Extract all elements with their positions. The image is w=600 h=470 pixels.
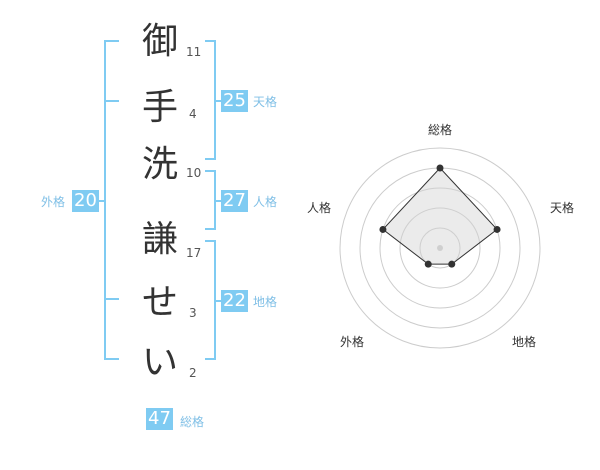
name-char-2: 手 bbox=[141, 87, 178, 128]
stroke-count-5: 3 bbox=[189, 306, 197, 320]
chikaku-label: 地格 bbox=[253, 295, 278, 309]
radar-ring bbox=[399, 207, 481, 289]
radar-axis-label-chikaku: 地格 bbox=[511, 335, 536, 349]
soukaku-label: 総格 bbox=[180, 415, 205, 429]
radar-point-3 bbox=[448, 260, 456, 268]
radar-point-4 bbox=[424, 260, 432, 268]
radar-axis-label-jinkaku: 人格 bbox=[306, 201, 331, 215]
radar-point-5 bbox=[379, 225, 387, 233]
jinkaku-label: 人格 bbox=[253, 195, 278, 209]
name-char-3: 洗 bbox=[141, 144, 178, 185]
radar-center bbox=[437, 245, 443, 251]
name-char-5: せ bbox=[141, 282, 178, 323]
stroke-count-4: 17 bbox=[186, 246, 202, 260]
radar-ring bbox=[339, 147, 541, 349]
radar-axis-label-soukaku: 総格 bbox=[427, 123, 452, 137]
stroke-count-1: 11 bbox=[186, 45, 202, 59]
tenkaku-value: 25 bbox=[221, 90, 248, 112]
name-char-1: 御 bbox=[141, 21, 178, 62]
radar-ring bbox=[419, 227, 461, 269]
gaikaku-value: 20 bbox=[72, 190, 99, 212]
radar-axis-label-gaikaku: 外格 bbox=[339, 335, 364, 349]
radar-axis-label-tenkaku: 天格 bbox=[549, 201, 574, 215]
stroke-count-3: 10 bbox=[186, 166, 202, 180]
name-char-6: い bbox=[141, 342, 178, 383]
chikaku-value: 22 bbox=[221, 290, 248, 312]
name-char-4: 謙 bbox=[141, 219, 178, 260]
tenkaku-label: 天格 bbox=[253, 95, 278, 109]
radar-point-1 bbox=[436, 164, 444, 172]
stroke-count-6: 2 bbox=[189, 366, 197, 380]
radar-point-2 bbox=[493, 225, 501, 233]
gaikaku-label: 外格 bbox=[41, 195, 66, 209]
stroke-count-2: 4 bbox=[189, 107, 197, 121]
radar-ring bbox=[379, 187, 501, 309]
soukaku-value: 47 bbox=[146, 408, 173, 430]
jinkaku-value: 27 bbox=[221, 190, 248, 212]
radar-series-area bbox=[382, 167, 498, 265]
